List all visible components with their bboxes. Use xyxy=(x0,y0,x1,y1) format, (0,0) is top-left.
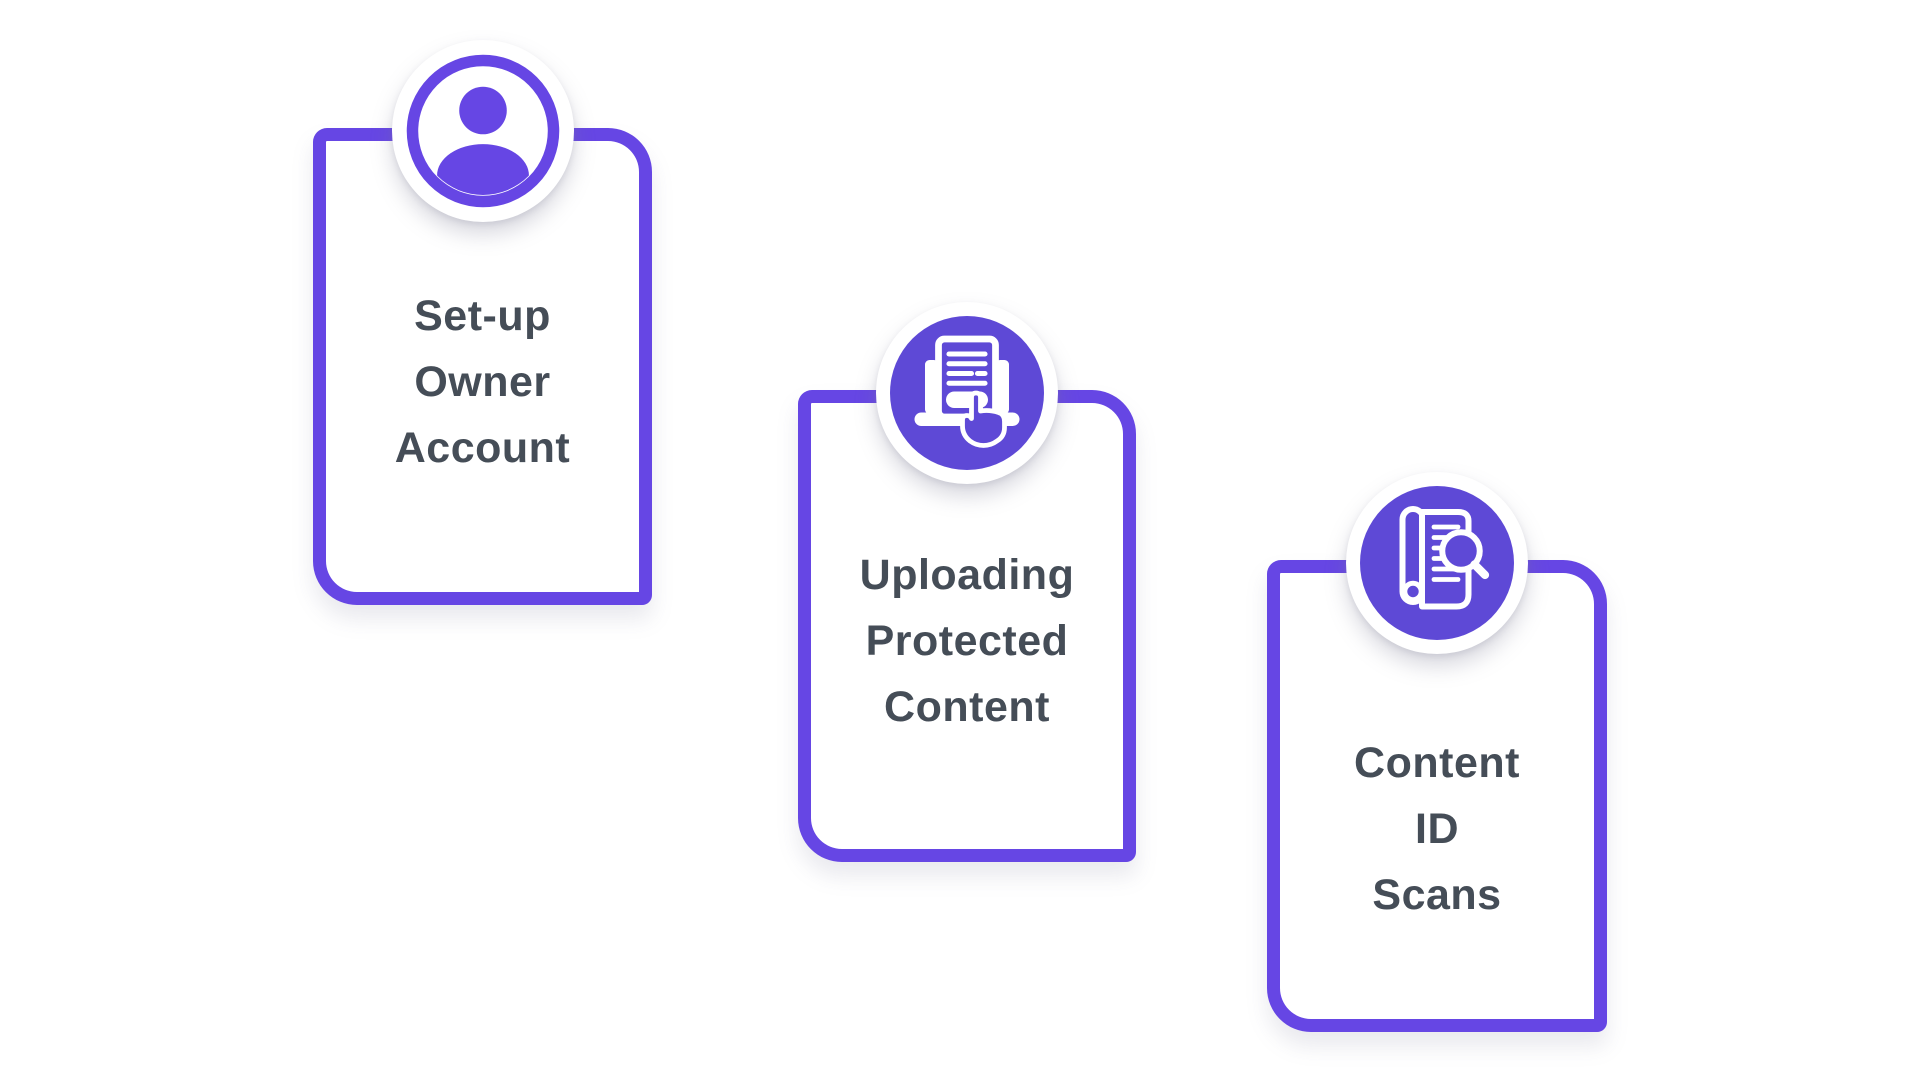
icon-disc xyxy=(890,316,1044,470)
card-title-line: ID xyxy=(1415,805,1459,853)
card-title: Set-up Owner Account xyxy=(326,141,639,592)
card-title-line: Scans xyxy=(1372,871,1502,919)
card-title-line: Set-up xyxy=(414,291,551,340)
card-title-line: Owner xyxy=(414,357,551,406)
icon-badge xyxy=(876,302,1058,484)
icon-badge xyxy=(1346,472,1528,654)
card-content-id-scans: Content ID Scans xyxy=(1267,472,1607,1032)
icon-disc xyxy=(1360,486,1514,640)
card-title-line: Uploading xyxy=(859,551,1075,599)
card-uploading-protected-content: Uploading Protected Content xyxy=(798,302,1136,862)
user-avatar-icon xyxy=(401,49,565,213)
card-title-line: Content xyxy=(1354,739,1520,787)
card-title-line: Account xyxy=(394,423,571,472)
card-title: Uploading Protected Content xyxy=(811,403,1123,849)
card-setup-owner-account: Set-up Owner Account xyxy=(313,40,652,605)
card-title: Content ID Scans xyxy=(1280,573,1594,1019)
laptop-document-tap-icon xyxy=(892,318,1042,468)
card-title-line: Protected xyxy=(865,617,1069,665)
document-magnifier-scan-icon xyxy=(1362,488,1512,638)
icon-badge xyxy=(391,40,574,222)
card-title-line: Content xyxy=(884,683,1050,731)
